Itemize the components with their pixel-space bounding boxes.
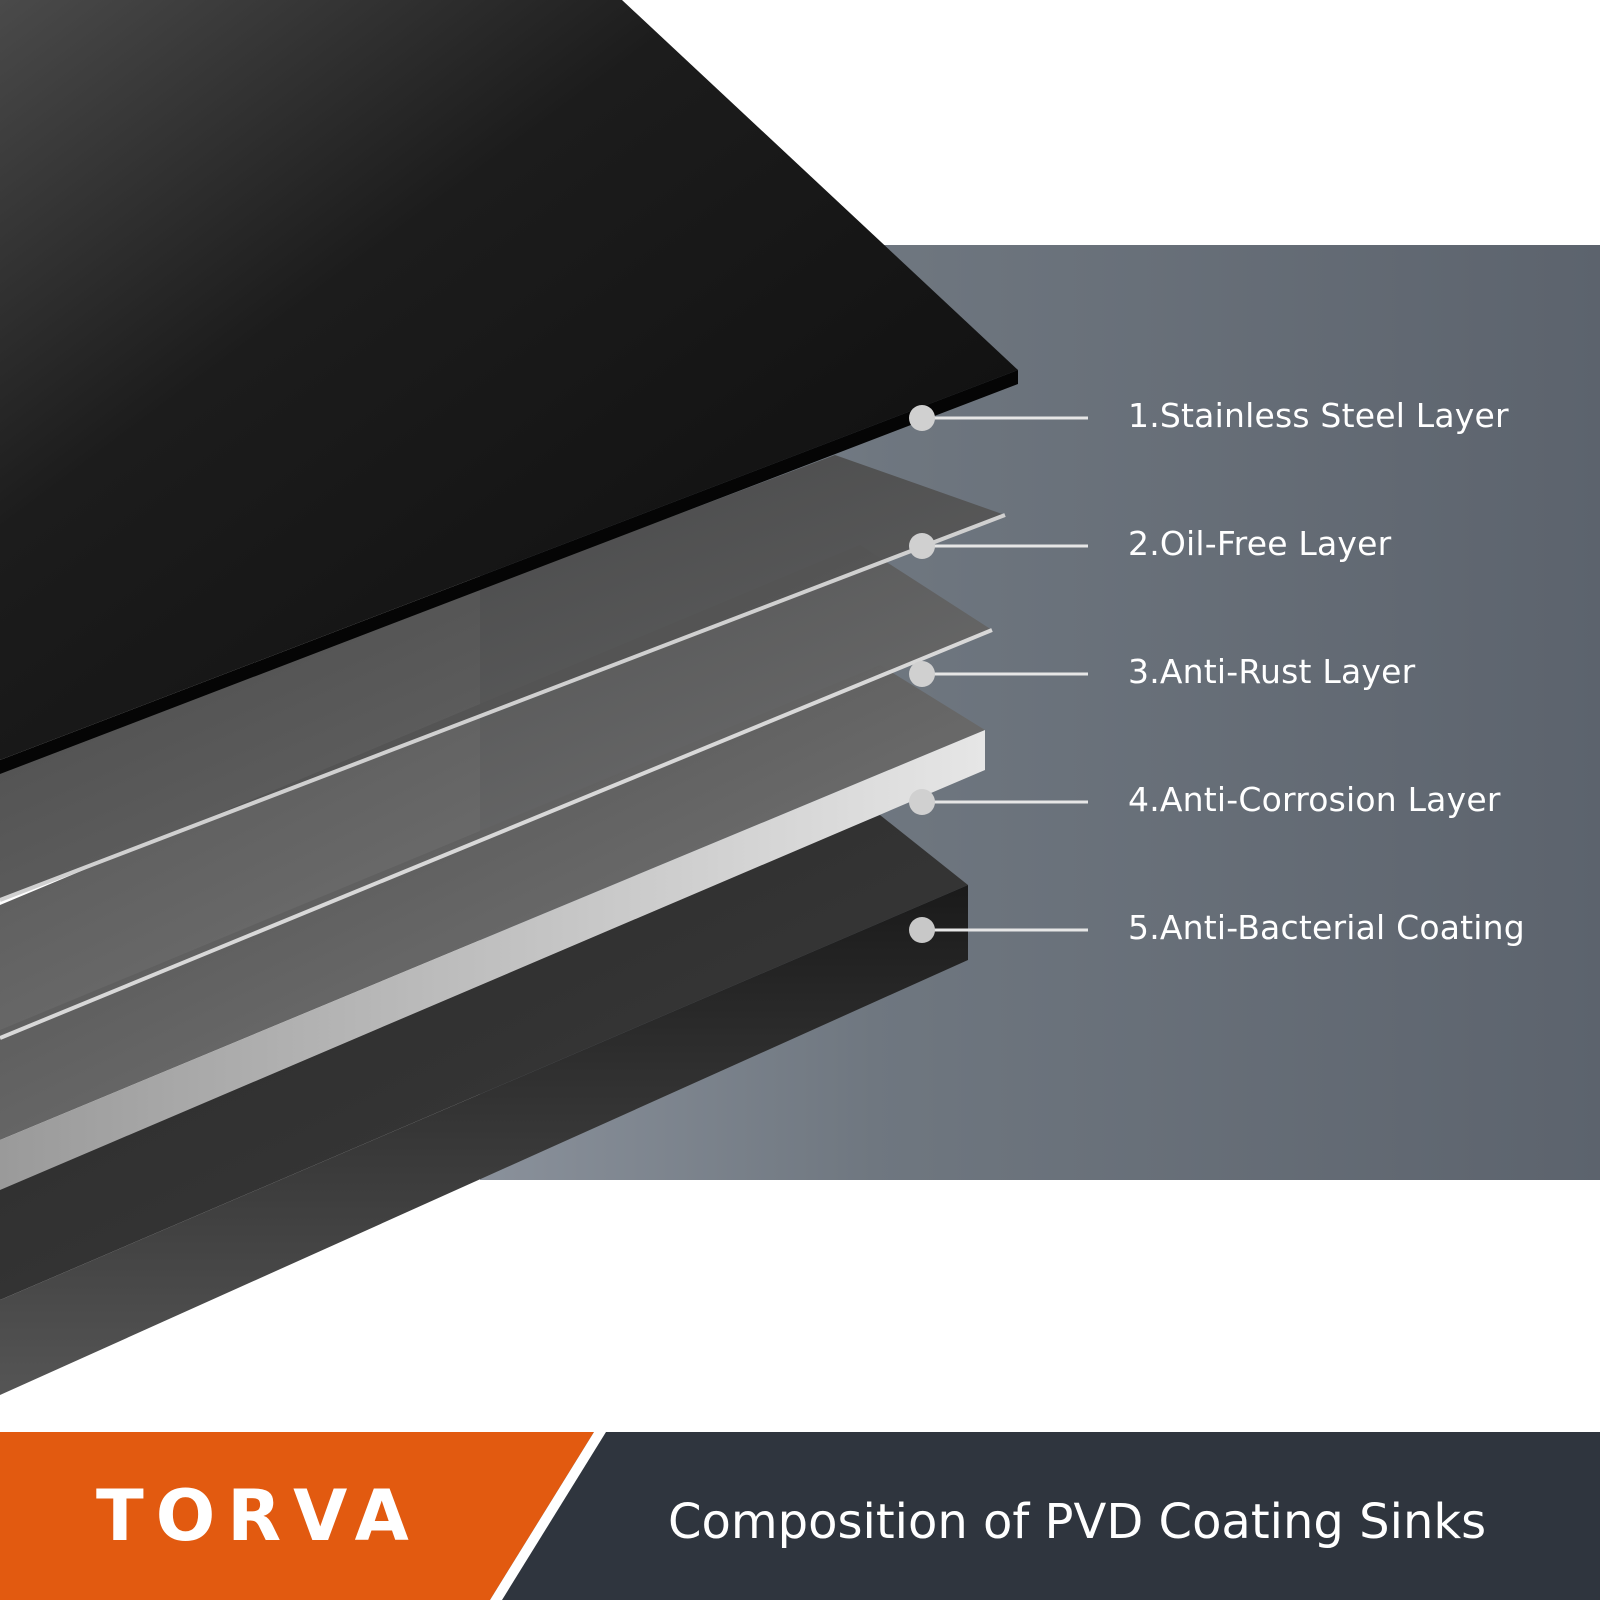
brand-logo: TORVA (96, 1475, 421, 1557)
layer-label-anti-corrosion: 4.Anti-Corrosion Layer (1128, 780, 1501, 819)
callout-5 (909, 917, 1088, 943)
brand-block (0, 1432, 594, 1600)
oil-free-layer-film (0, 455, 1006, 902)
page-title: Composition of PVD Coating Sinks (668, 1494, 1487, 1550)
layer-label-anti-bacterial: 5.Anti-Bacterial Coating (1128, 908, 1525, 947)
layer-label-anti-rust: 3.Anti-Rust Layer (1128, 652, 1416, 691)
callout-1 (909, 405, 1088, 431)
anti-bacterial-coating-slab (0, 815, 968, 1395)
stainless-steel-layer-sheet (0, 0, 1018, 774)
callout-2 (909, 533, 1088, 559)
layer-label-stainless-steel: 1.Stainless Steel Layer (1128, 396, 1509, 435)
layer-label-oil-free: 2.Oil-Free Layer (1128, 524, 1392, 563)
callout-4 (909, 789, 1088, 815)
callout-3 (909, 661, 1088, 687)
anti-corrosion-layer-slab (0, 665, 985, 1190)
anti-rust-layer-film (0, 545, 993, 1040)
